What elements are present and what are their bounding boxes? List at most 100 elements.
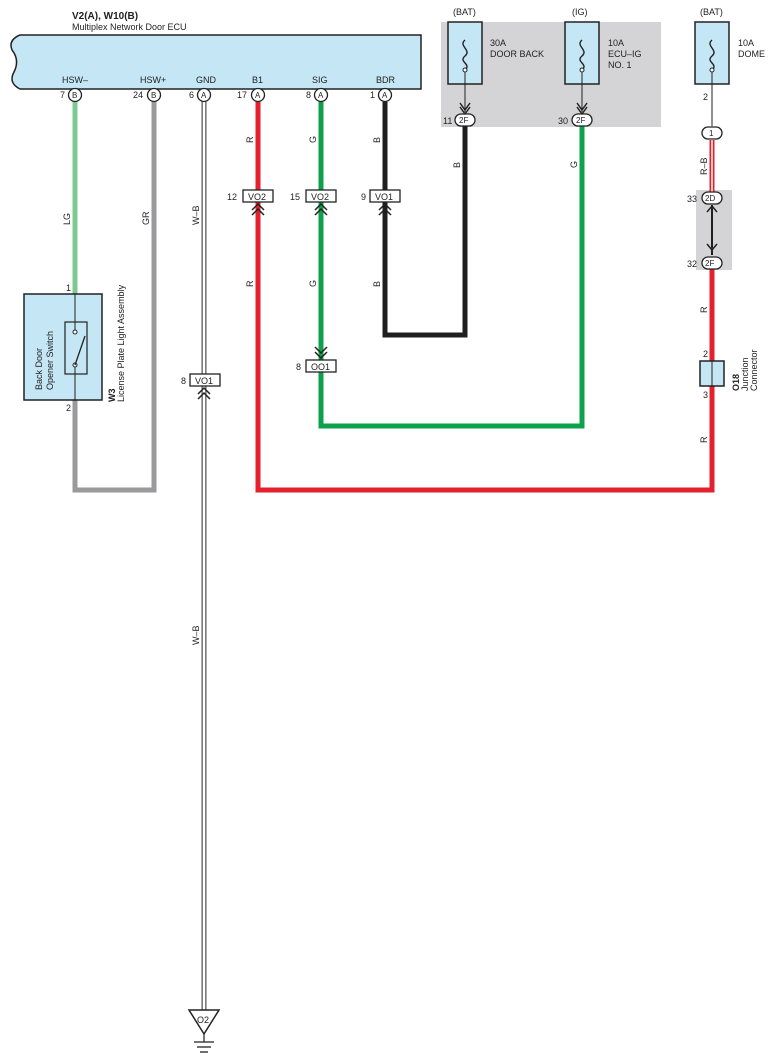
svg-text:24: 24 — [133, 90, 143, 100]
switch-assembly-name: License Plate Light Assembly — [116, 284, 126, 402]
junction-connector-line2: Connector — [749, 349, 759, 391]
wire-label-b-top: B — [372, 137, 382, 143]
svg-text:17: 17 — [237, 90, 247, 100]
svg-text:6: 6 — [189, 90, 194, 100]
fuse-ecu-ig-name-2: NO. 1 — [608, 60, 632, 70]
wire-label-g-mid: G — [308, 280, 318, 287]
svg-text:8: 8 — [181, 376, 186, 386]
fuse-ecu-ig — [564, 21, 600, 116]
svg-text:1: 1 — [709, 129, 714, 138]
connector-vo1-b: VO1 9 — [361, 189, 401, 216]
connector-vo2-g: VO2 15 — [290, 189, 337, 216]
svg-text:2F: 2F — [459, 116, 468, 125]
svg-text:VO2: VO2 — [248, 192, 266, 202]
pin-label-bdr: BDR — [376, 75, 396, 85]
svg-text:7: 7 — [60, 90, 65, 100]
fuse-door-back-name: DOOR BACK — [490, 49, 544, 59]
svg-text:A: A — [382, 91, 388, 100]
fuse-dome — [694, 21, 730, 126]
switch-label-1: Back Door — [34, 348, 44, 390]
fuse-ecu-ig-connector: 30 2F — [558, 113, 593, 127]
junction-2f: 32 2F — [687, 243, 723, 270]
back-door-opener-switch: Back Door Opener Switch — [23, 293, 103, 401]
wire-b — [382, 102, 468, 338]
junction-connector-pin-bottom: 3 — [703, 390, 708, 400]
wire-label-b-right: B — [452, 162, 462, 168]
wire-label-r-right-1: R — [699, 306, 709, 313]
junction-connector-code: O18 — [731, 374, 741, 391]
svg-text:32: 32 — [687, 259, 697, 269]
fuse-ecu-ig-rating: 10A — [608, 38, 624, 48]
wire-label-r-top: R — [245, 136, 255, 143]
pin-label-b1: B1 — [252, 75, 263, 85]
junction-connector-pin-top: 2 — [703, 349, 708, 359]
ecu-pin-b1: 17 A — [237, 87, 266, 103]
ecu-pin-gnd: 6 A — [189, 87, 212, 103]
fuse-ecu-ig-source: (IG) — [572, 7, 588, 17]
svg-text:2F: 2F — [705, 259, 714, 268]
switch-pin-top: 1 — [66, 283, 71, 293]
wire-label-g-right: G — [569, 161, 579, 168]
wire-g — [318, 102, 585, 429]
pin-label-sig: SIG — [312, 75, 328, 85]
fuse-door-back-rating: 30A — [490, 38, 506, 48]
pin-label-hsw-plus: HSW+ — [140, 75, 166, 85]
fuse-dome-name: DOME — [738, 49, 765, 59]
wire-label-wb-bottom: W–B — [191, 625, 201, 645]
wire-label-b-mid: B — [372, 281, 382, 287]
svg-text:15: 15 — [290, 192, 300, 202]
wire-label-lg: LG — [62, 213, 72, 225]
svg-text:30: 30 — [558, 116, 568, 126]
ecu-pin-sig: 8 A — [306, 87, 329, 103]
fuse-ecu-ig-name-1: ECU–IG — [608, 49, 642, 59]
svg-text:A: A — [255, 91, 261, 100]
switch-label-2: Opener Switch — [45, 331, 55, 390]
switch-code: W3 — [107, 389, 117, 403]
svg-text:12: 12 — [227, 192, 237, 202]
connector-oo1: OO1 8 — [296, 346, 337, 373]
svg-text:A: A — [201, 91, 207, 100]
ground-o2: O2 — [187, 1009, 221, 1053]
svg-text:9: 9 — [361, 192, 366, 202]
switch-pin-bottom: 2 — [66, 403, 71, 413]
fuse-door-back-connector: 11 2F — [443, 113, 476, 127]
wire-label-g-top: G — [308, 136, 318, 143]
pin-label-hsw-minus: HSW– — [62, 75, 88, 85]
wire-label-r-mid: R — [245, 280, 255, 287]
junction-pin-1: 1 — [701, 126, 723, 140]
svg-text:VO2: VO2 — [311, 192, 329, 202]
svg-text:B: B — [72, 91, 77, 100]
svg-text:33: 33 — [687, 194, 697, 204]
ecu-pin-hsw-minus: 7 B — [60, 87, 83, 103]
svg-text:11: 11 — [443, 116, 452, 126]
svg-text:OO1: OO1 — [311, 362, 330, 372]
wire-gr — [72, 102, 157, 493]
svg-text:B: B — [151, 91, 156, 100]
svg-text:VO1: VO1 — [375, 192, 393, 202]
fuse-dome-rating: 10A — [738, 38, 754, 48]
svg-text:2D: 2D — [705, 194, 715, 203]
junction-connector-line1: Junction — [740, 357, 750, 391]
junction-2d: 33 2D — [687, 191, 723, 213]
svg-text:A: A — [318, 91, 324, 100]
wire-r — [255, 102, 715, 493]
svg-text:8: 8 — [296, 362, 301, 372]
connector-vo1-gnd: VO1 8 — [181, 373, 221, 400]
wire-label-gr: GR — [141, 211, 151, 225]
wire-label-wb-top: W–B — [191, 205, 201, 225]
connector-vo2-r: VO2 12 — [227, 189, 274, 216]
fuse-door-back-source: (BAT) — [453, 7, 476, 17]
ecu-pin-hsw-plus: 24 B — [133, 87, 162, 103]
svg-text:1: 1 — [370, 90, 375, 100]
pin-label-gnd: GND — [196, 75, 217, 85]
fuse-dome-source: (BAT) — [700, 7, 723, 17]
fuse-door-back — [447, 21, 483, 116]
ecu-name: Multiplex Network Door ECU — [72, 22, 187, 32]
ecu-body — [10, 34, 422, 90]
wire-label-r-right-2: R — [699, 436, 709, 443]
wire-label-rb: R–B — [699, 157, 709, 175]
svg-text:8: 8 — [306, 90, 311, 100]
svg-text:O2: O2 — [197, 1015, 209, 1025]
svg-text:VO1: VO1 — [195, 376, 213, 386]
